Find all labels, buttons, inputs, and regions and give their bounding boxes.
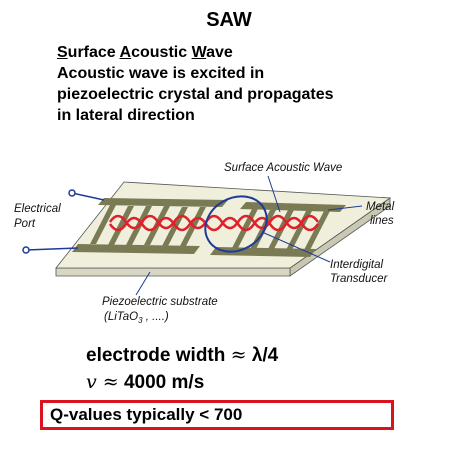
right-bus-bar-top	[240, 202, 346, 212]
formula2-approx-symbol: ≈	[96, 371, 119, 393]
formula1-text: electrode width	[86, 345, 231, 366]
label-piezoelectric-substrate: Piezoelectric substrate	[102, 296, 218, 308]
left-bus-bar-top	[98, 198, 228, 207]
substrate-material-name: (LiTaO	[104, 311, 138, 323]
formula1-approx-symbol: ≈	[230, 344, 247, 366]
annotation-arrows	[135, 175, 363, 296]
description-line-2: piezoelectric crystal and propagates	[57, 86, 334, 103]
formula1-value: λ/4	[246, 345, 279, 366]
q-value-highlight-box	[40, 400, 394, 430]
saw-device-diagram: Surface Acoustic Wave Electrical Port Me…	[14, 162, 395, 325]
description-line-1: Acoustic wave is excited in	[57, 65, 265, 82]
q-value-text: Q-values typically < 700	[50, 405, 243, 424]
heading-w-letter: W	[191, 44, 207, 61]
label-metal: Metal	[366, 201, 395, 213]
surface-wave-path-2	[108, 216, 320, 232]
port-terminal-top	[68, 189, 76, 197]
formula2-value: 4000 m/s	[118, 372, 205, 393]
label-transducer: Transducer	[330, 273, 388, 285]
velocity-formula: v ≈ 4000 m/s	[86, 371, 204, 394]
left-bus-bar-bottom	[72, 244, 200, 254]
label-substrate-material: (LiTaO3 , ....)	[104, 311, 169, 325]
surface-wave-path	[108, 214, 320, 230]
label-surface-acoustic-wave: Surface Acoustic Wave	[224, 162, 342, 174]
heading-a-letter: A	[119, 44, 132, 61]
heading-w-rest: ave	[206, 44, 233, 61]
substrate-material-subscript: 3	[138, 316, 143, 325]
heading-surface-acoustic-wave: Surface Acoustic Wave	[57, 44, 233, 62]
heading-s-letter: S	[57, 44, 68, 61]
label-lines: lines	[370, 215, 394, 227]
formula2-variable: v	[86, 371, 97, 393]
label-electrical: Electrical	[14, 203, 61, 215]
substrate-material-tail: , ....)	[143, 311, 169, 323]
page-title: SAW	[206, 9, 252, 31]
label-interdigital: Interdigital	[330, 259, 384, 271]
idt-highlight-ellipse	[204, 195, 268, 253]
label-port: Port	[14, 218, 36, 230]
heading-a-rest: coustic	[131, 44, 192, 61]
port-terminal-bottom	[22, 246, 30, 254]
substrate-front	[55, 267, 291, 277]
description-line-3: in lateral direction	[57, 107, 195, 124]
heading-s-rest: urface	[67, 44, 120, 61]
electrode-width-formula: electrode width ≈ λ/4	[86, 344, 278, 367]
electrical-port-wires	[25, 192, 105, 251]
